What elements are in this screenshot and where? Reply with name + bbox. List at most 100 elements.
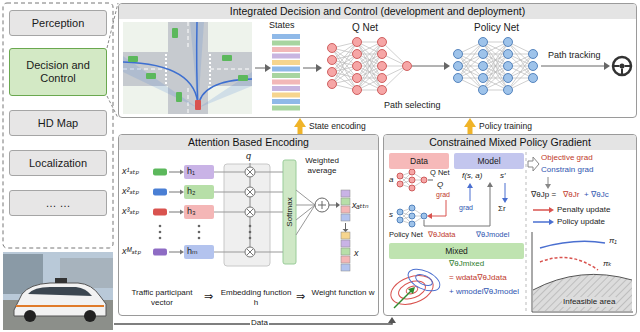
vector-name: xᴹₛₜₚ	[122, 246, 141, 257]
panel-title: Constrained Mixed Policy Gradient	[384, 135, 636, 150]
dot-product	[245, 207, 255, 217]
network-link	[357, 54, 382, 90]
embedding-box	[184, 245, 214, 259]
embedding-box	[184, 165, 214, 179]
annotation: Softmax	[284, 162, 296, 262]
intersection-scene-part	[172, 28, 178, 38]
down-arrow-part	[548, 177, 549, 184]
weight-link	[214, 172, 245, 173]
network-neuron	[529, 50, 538, 59]
ellipsis-dot	[198, 225, 201, 228]
network-neuron	[454, 62, 463, 71]
vector-name: x¹ₛₜₚ	[122, 166, 139, 177]
intersection-scene	[123, 22, 252, 114]
embed-arrow-head	[180, 250, 184, 255]
annotation: Q	[437, 180, 443, 190]
state-vector	[341, 240, 350, 247]
score-link	[255, 172, 283, 173]
network-neuron	[479, 50, 488, 59]
dot-product-mark	[247, 249, 253, 255]
weight-link	[214, 212, 245, 213]
module-box: Localization	[9, 150, 107, 176]
gradient-arrows-part	[424, 187, 490, 226]
steering-wheel-part	[614, 66, 631, 75]
box-label: … …	[45, 197, 70, 210]
data-flow-arrow-part	[388, 317, 396, 323]
state-bar	[272, 60, 300, 65]
box-label: Decision and Control	[12, 59, 104, 85]
annotation: Penalty update	[557, 205, 610, 215]
network-neuron	[378, 62, 387, 71]
annotation: s′	[500, 171, 506, 181]
module-box: … …	[9, 190, 107, 216]
arrow-symbol: ⇒	[204, 290, 213, 303]
weighted-sum-part	[345, 223, 346, 229]
network-neuron	[353, 62, 362, 71]
network-neuron	[421, 213, 427, 219]
vector-name: h₃	[187, 206, 196, 217]
annotation: Weight function w	[310, 288, 376, 298]
formula: ∇θJmixed	[449, 259, 484, 269]
feasibility-plot-part	[533, 274, 632, 290]
loss-contours-part	[396, 278, 428, 303]
annotation: Policy Net	[474, 22, 519, 34]
weight-link	[214, 192, 245, 193]
intersection-scene-part	[123, 56, 198, 108]
state-vector	[341, 256, 350, 263]
vector-name: hₘ	[187, 246, 198, 257]
network-neuron	[378, 74, 387, 83]
network-neuron	[328, 68, 337, 77]
network-neuron	[397, 217, 403, 223]
network-neuron	[504, 62, 513, 71]
feasibility-plot-part	[540, 258, 598, 271]
vector-name: x²ₛₜₚ	[122, 186, 139, 197]
network-neuron	[454, 74, 463, 83]
formula: ∇θJmodel	[476, 230, 509, 239]
network-neuron	[353, 86, 362, 95]
feasibility-plot-part	[532, 232, 633, 312]
annotation: Objective grad	[541, 153, 593, 163]
formula: + ∇θJc	[584, 190, 609, 200]
annotation: a	[389, 175, 393, 185]
feasibility-plot	[532, 232, 633, 312]
network-neuron	[409, 205, 415, 211]
network-link	[483, 54, 508, 90]
embedding-box	[184, 185, 214, 199]
zoom-guide	[107, 3, 118, 118]
steering-wheel	[613, 57, 631, 75]
gradient-arrows-part	[470, 188, 471, 201]
network-link	[483, 42, 508, 78]
state-vector	[341, 264, 350, 271]
intersection-scene-part	[146, 73, 156, 79]
network-neuron	[397, 209, 403, 215]
network-neuron	[409, 213, 415, 219]
panel-title: Attention Based Encoding	[119, 135, 378, 150]
annotation: States	[269, 20, 295, 31]
weight-block	[224, 164, 270, 266]
attention-vector	[341, 198, 350, 205]
gradient-arrows-part	[427, 213, 432, 219]
dot-product	[245, 167, 255, 177]
annotation: πₖ	[603, 259, 612, 269]
box-label: HD Map	[38, 117, 78, 130]
annotation: π₁	[609, 236, 617, 246]
attention-vector	[341, 190, 350, 197]
intersection-scene-part	[198, 72, 252, 108]
network-neuron	[479, 86, 488, 95]
state-bar	[272, 47, 300, 52]
embed-arrow	[169, 172, 180, 173]
flow-arrows-part	[444, 62, 450, 70]
section-panel: Integrated Decision and Control (develop…	[118, 3, 637, 118]
network-link	[357, 42, 382, 78]
flow-arrows	[255, 62, 610, 72]
flow-arrow	[468, 127, 473, 134]
section-divider	[526, 152, 527, 312]
attention-vector	[341, 214, 350, 221]
ellipsis-dot	[249, 237, 252, 240]
annotation: grad	[436, 191, 450, 199]
formula: = wdata∇θJdata	[449, 273, 507, 283]
network-neuron	[328, 44, 337, 53]
bar-label: Data	[410, 156, 428, 166]
network-neuron	[479, 62, 488, 71]
weighted-sum-part	[343, 229, 349, 232]
